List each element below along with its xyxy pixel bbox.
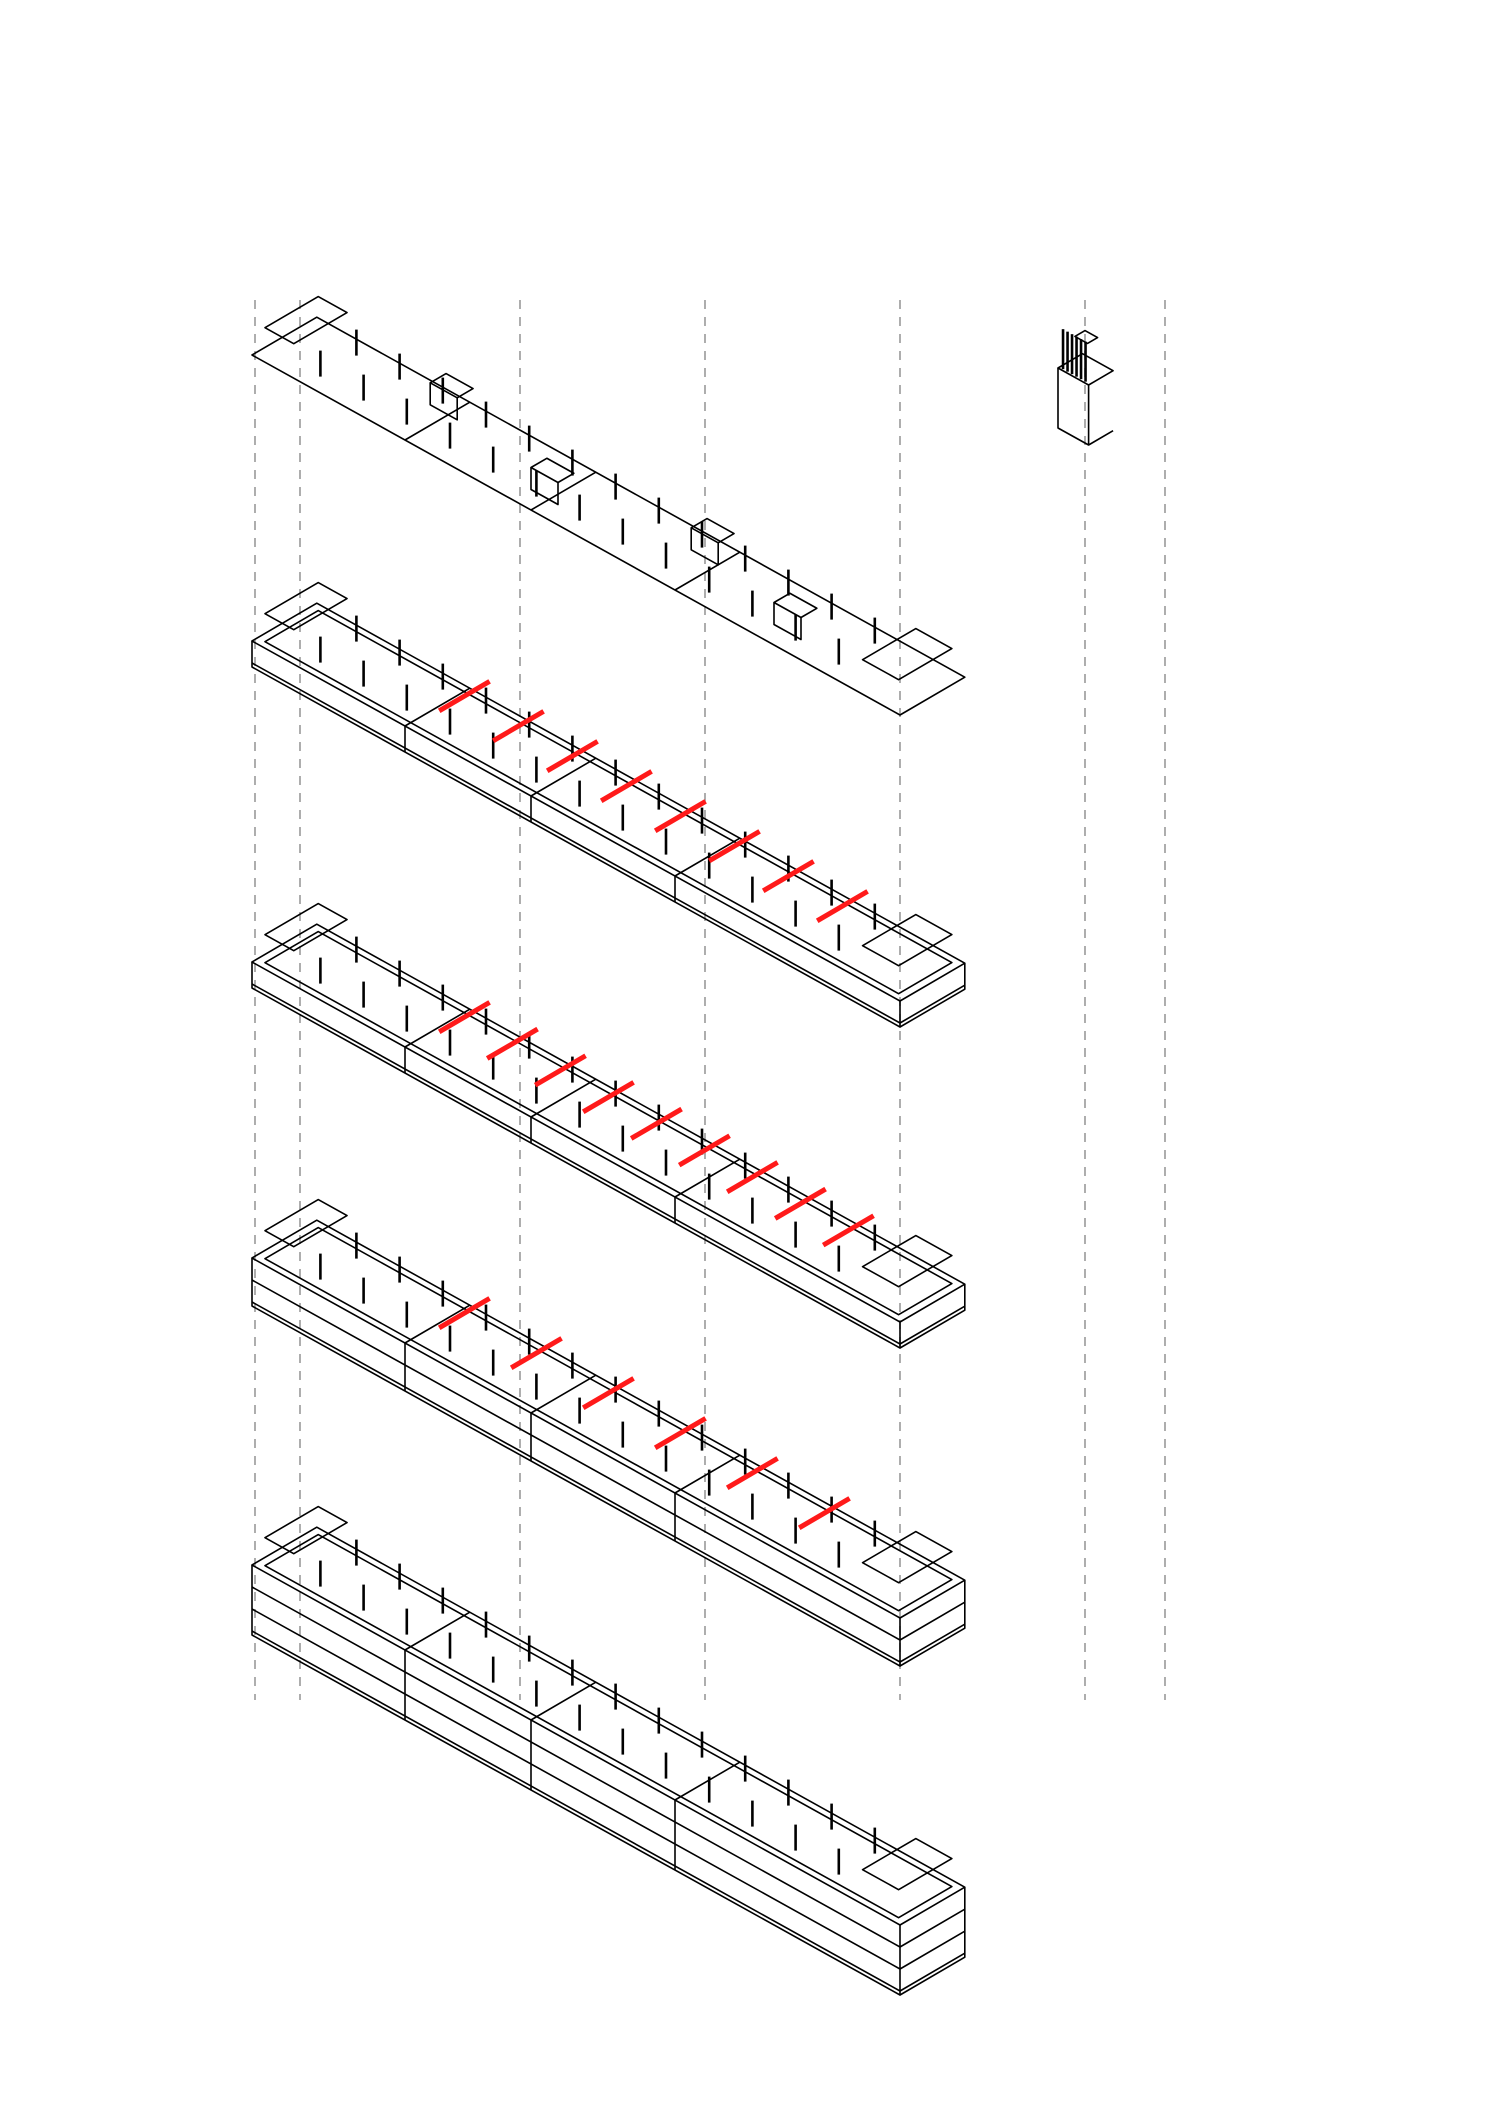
segment-divider xyxy=(530,471,597,511)
slab-inner xyxy=(264,930,953,1316)
red-beam xyxy=(491,709,545,743)
red-beam xyxy=(707,829,761,863)
segment-divider xyxy=(674,551,741,591)
core-box-right xyxy=(861,1530,953,1584)
slab-top xyxy=(251,1219,966,1619)
core-box-left xyxy=(264,295,348,345)
core-box-left xyxy=(264,1505,348,1555)
skylight-box xyxy=(773,592,818,619)
tower-face xyxy=(1057,368,1114,446)
course-line xyxy=(251,983,966,1345)
skylight-box xyxy=(429,372,474,399)
slab-inner xyxy=(264,609,953,995)
red-beam xyxy=(797,1496,851,1530)
red-beam xyxy=(815,889,869,923)
segment-divider xyxy=(404,687,471,727)
segment-divider xyxy=(674,1454,741,1494)
front-face xyxy=(251,1565,901,1996)
segment-divider xyxy=(404,1008,471,1048)
red-beam xyxy=(725,1456,779,1490)
slab-top xyxy=(251,316,966,716)
skylight-side xyxy=(530,467,559,506)
red-beam xyxy=(629,1106,683,1141)
segment-divider xyxy=(674,1158,741,1198)
red-beam xyxy=(599,769,653,803)
red-beam xyxy=(761,859,815,893)
segment-divider xyxy=(674,837,741,877)
core-box-right xyxy=(861,913,953,967)
red-beam xyxy=(437,679,491,713)
slab-top xyxy=(251,923,966,1323)
slab-top xyxy=(251,602,966,1002)
course-line xyxy=(251,662,966,1024)
course-line xyxy=(251,1279,966,1641)
tower-core xyxy=(1074,329,1099,345)
course-line xyxy=(251,1630,966,1992)
side-face xyxy=(899,963,966,1028)
level-level-1 xyxy=(251,1198,966,1667)
slab-top xyxy=(251,1526,966,1926)
level-level-2 xyxy=(251,902,966,1349)
core-box-left xyxy=(264,581,348,631)
side-face xyxy=(899,1284,966,1349)
skylight-box xyxy=(690,517,735,544)
red-beam xyxy=(653,799,707,833)
red-beam xyxy=(437,1000,491,1034)
front-face xyxy=(251,962,901,1349)
front-face xyxy=(251,1258,901,1667)
red-beam xyxy=(677,1133,731,1168)
segment-divider xyxy=(530,757,597,797)
side-face xyxy=(899,1887,966,1996)
slab-inner xyxy=(264,1226,953,1612)
skylight-box xyxy=(530,457,575,484)
course-line xyxy=(251,1608,966,1970)
segment-divider xyxy=(404,1304,471,1344)
side-face xyxy=(899,1580,966,1667)
segment-divider xyxy=(674,1761,741,1801)
red-beam xyxy=(545,739,599,773)
segment-divider xyxy=(404,401,471,441)
red-beam xyxy=(725,1160,779,1194)
floor-levels xyxy=(251,295,966,1996)
tower-base xyxy=(1057,352,1114,386)
skylight-side xyxy=(429,382,459,421)
red-beam xyxy=(437,1296,491,1330)
level-ground xyxy=(251,1505,966,1996)
core-box-right xyxy=(861,627,953,681)
core-box-left xyxy=(264,1198,348,1248)
red-beam xyxy=(821,1213,875,1248)
skylight-side xyxy=(773,602,802,641)
red-beam xyxy=(485,1026,539,1061)
level-roof xyxy=(251,295,966,716)
course-line xyxy=(251,1301,966,1663)
segment-divider xyxy=(530,1374,597,1414)
stair-tower xyxy=(1057,329,1114,446)
slab-inner xyxy=(264,1533,953,1919)
course-line xyxy=(251,1586,966,1948)
vertical-guide-lines xyxy=(254,300,1166,1700)
skylight-side xyxy=(690,527,720,566)
segment-divider xyxy=(404,1611,471,1651)
segment-divider xyxy=(530,1681,597,1721)
red-beam xyxy=(581,1376,635,1410)
red-beam xyxy=(773,1186,827,1221)
red-beam xyxy=(653,1416,707,1450)
core-box-right xyxy=(861,1837,953,1891)
front-face xyxy=(251,641,901,1028)
segment-divider xyxy=(530,1078,597,1118)
red-beam xyxy=(509,1336,563,1370)
red-beam xyxy=(581,1080,635,1114)
core-box-left xyxy=(264,902,348,952)
red-beam xyxy=(533,1053,587,1088)
level-level-3 xyxy=(251,581,966,1028)
core-box-right xyxy=(861,1234,953,1288)
